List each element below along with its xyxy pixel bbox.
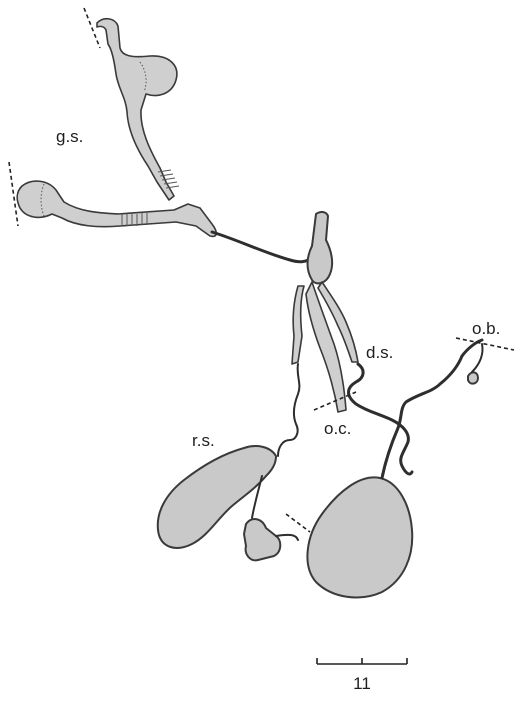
cut-line-ob bbox=[456, 338, 514, 350]
scale-bar: 11 bbox=[317, 658, 407, 693]
gland-common-duct bbox=[212, 232, 312, 262]
label-gs: g.s. bbox=[56, 127, 83, 146]
terminal-bulb bbox=[468, 372, 478, 383]
gland-upper-branch bbox=[97, 19, 179, 200]
label-oc: o.c. bbox=[324, 419, 351, 438]
right-sac bbox=[307, 477, 412, 597]
right-sac-stalk bbox=[382, 356, 462, 478]
label-ds: d.s. bbox=[366, 343, 393, 362]
scale-bar-value: 11 bbox=[353, 674, 371, 693]
left-sinuous-duct bbox=[278, 364, 299, 456]
right-sinuous-duct bbox=[349, 364, 413, 474]
cut-line-bulb bbox=[286, 514, 310, 532]
central-atrium bbox=[308, 212, 333, 283]
gland-left-branch bbox=[17, 181, 216, 236]
label-ob: o.b. bbox=[472, 319, 500, 338]
cut-line-top bbox=[84, 8, 100, 48]
label-rs: r.s. bbox=[192, 431, 215, 450]
